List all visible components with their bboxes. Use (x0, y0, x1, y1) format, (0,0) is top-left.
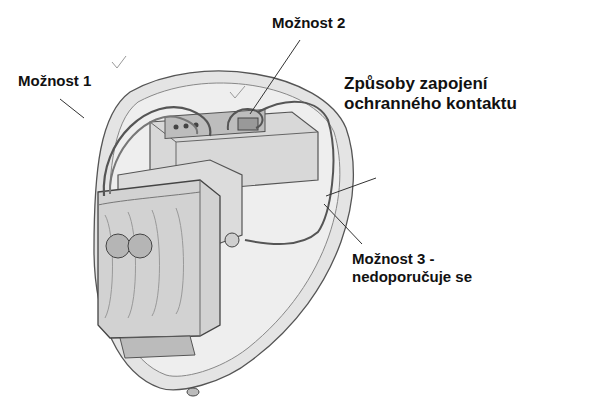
leader-line (324, 204, 362, 244)
check-mark (230, 86, 245, 98)
pivot-screw (225, 233, 239, 247)
wire (228, 109, 263, 130)
option-label: Možnost 3 - nedoporučuje se (352, 250, 517, 286)
bottom-screw (187, 388, 199, 396)
option-label: Možnost 2 (272, 14, 412, 32)
wire (110, 117, 197, 194)
sensor-base (120, 336, 195, 358)
sensor-edge (98, 192, 200, 205)
sensor-head (98, 180, 220, 338)
option-label: Možnost 1 (18, 72, 138, 90)
wire (245, 102, 333, 244)
sensor-edge (200, 180, 201, 336)
lens (106, 234, 130, 258)
terminal-dot (174, 125, 179, 130)
wire (104, 107, 211, 196)
housing (94, 71, 353, 390)
check-mark (112, 56, 126, 68)
terminal-screw (238, 118, 258, 130)
leader-line (250, 40, 300, 114)
leader-line (326, 178, 376, 196)
lens-ribs (105, 208, 184, 318)
terminal-dot (184, 124, 189, 129)
leader-line (60, 99, 84, 118)
title-note: Způsoby zapojení ochranného kontaktu (344, 74, 544, 115)
lens (128, 234, 152, 258)
